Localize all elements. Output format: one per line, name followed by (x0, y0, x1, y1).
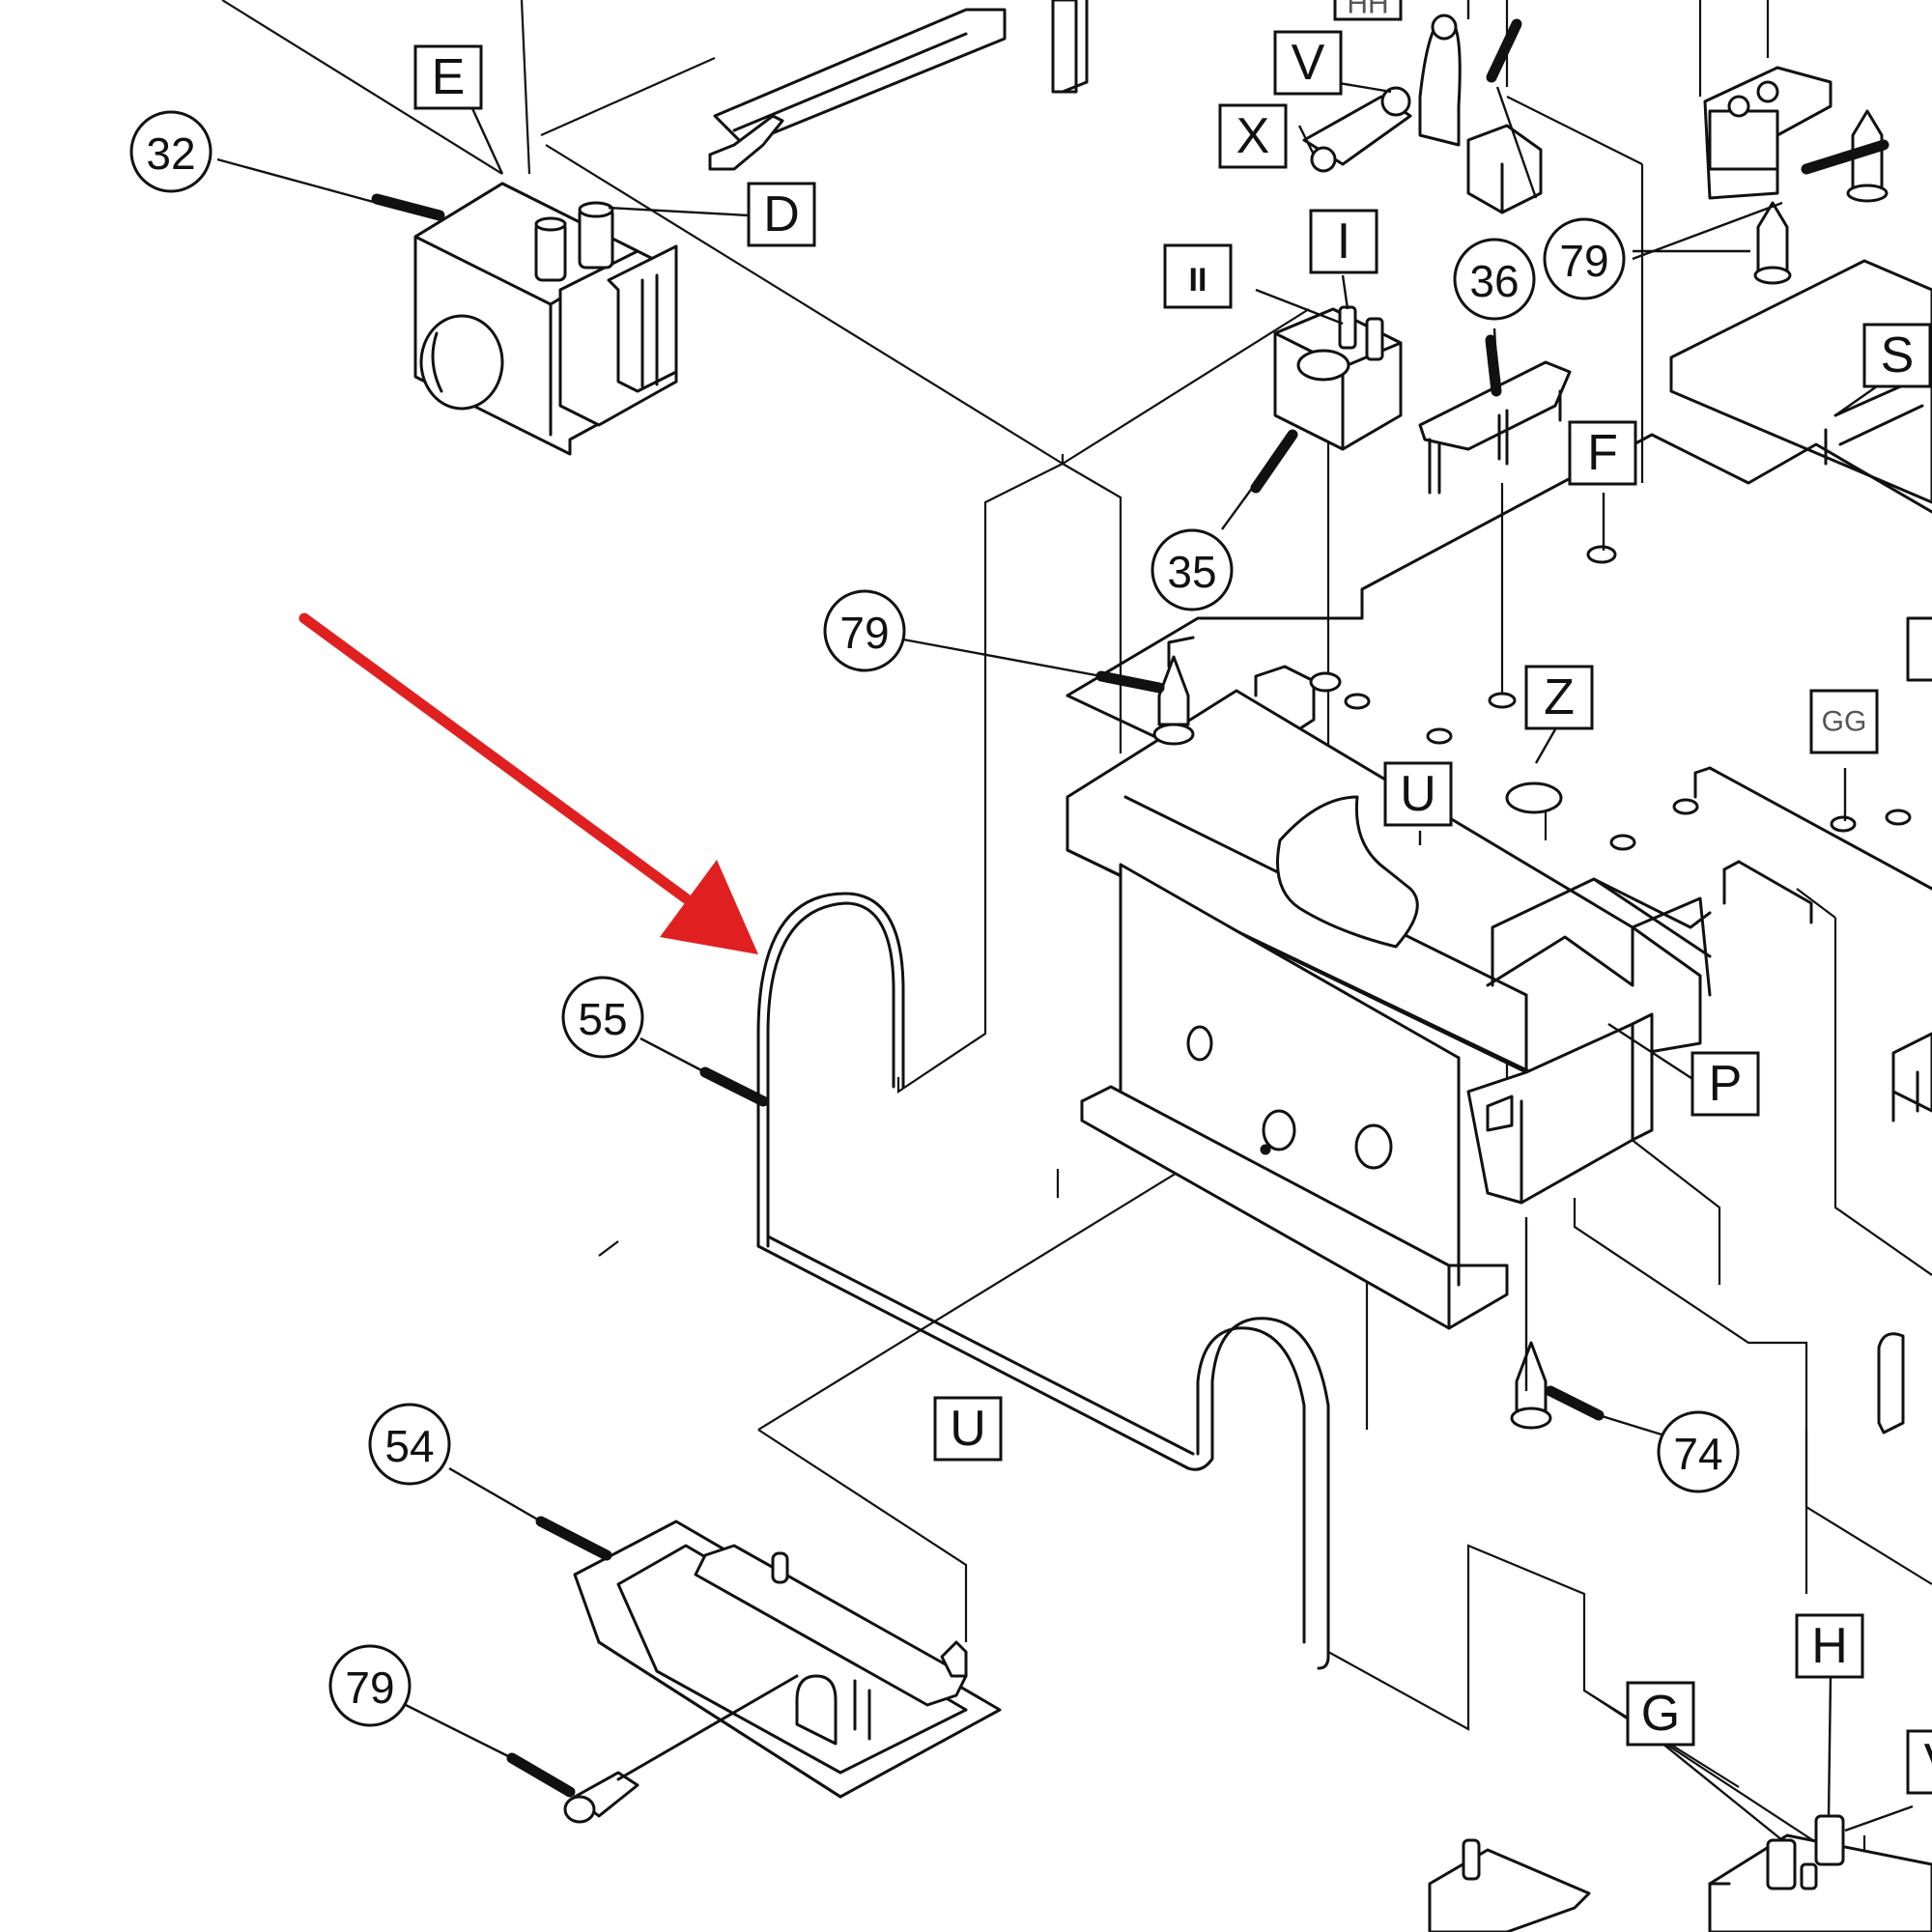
callout-79-top-right: 79 (1543, 217, 1626, 300)
letter-partial-right (1906, 616, 1932, 682)
letter-d-label: D (763, 186, 800, 242)
letter-h: H (1795, 1613, 1864, 1679)
letter-u-lower: U (933, 1396, 1003, 1462)
letter-u-upper-label: U (1400, 766, 1436, 822)
letter-f: F (1568, 420, 1637, 486)
letter-g-label: G (1641, 1686, 1680, 1742)
letter-u-lower-label: U (950, 1401, 986, 1457)
letter-d: D (747, 182, 816, 247)
callout-79-middle: 79 (823, 589, 906, 672)
callout-74: 74 (1657, 1410, 1740, 1493)
letter-x: X (1218, 103, 1288, 169)
letter-f-label: F (1587, 425, 1618, 481)
callout-74-label: 74 (1673, 1429, 1722, 1479)
letter-gg: GG (1809, 689, 1879, 754)
letter-v: V (1273, 30, 1343, 96)
part-54-bracket (573, 1520, 1002, 1799)
screw-79-middle (1152, 655, 1195, 746)
letter-v-label: V (1292, 35, 1325, 91)
callout-79-lower-label: 79 (345, 1662, 394, 1713)
letter-z-label: Z (1544, 669, 1575, 725)
callout-32-label: 32 (146, 128, 195, 179)
letter-p: P (1690, 1051, 1760, 1117)
chassis-frame (1065, 433, 1932, 1435)
callout-55: 55 (561, 976, 644, 1059)
highlight-arrow-shaft (298, 612, 692, 904)
part-32-block (413, 182, 678, 456)
letter-e-label: E (432, 49, 466, 105)
letter-ii: II (1163, 243, 1233, 309)
guide-lines (221, 0, 1932, 1877)
part-35-block (1273, 305, 1403, 451)
callout-79-middle-label: 79 (839, 608, 889, 658)
letter-i-label: I (1337, 213, 1350, 270)
letter-ii-label: II (1189, 262, 1208, 298)
screw-74 (1510, 1341, 1552, 1430)
leader-lines (216, 0, 1914, 1841)
bottom-right-components (1428, 1814, 1932, 1932)
callout-55-label: 55 (578, 994, 627, 1044)
callout-35: 35 (1151, 528, 1234, 611)
letter-h-label: H (1811, 1618, 1848, 1674)
callout-32: 32 (129, 110, 213, 193)
part-36-stand (1418, 360, 1572, 495)
letter-e: E (413, 44, 483, 110)
hinge-arm-x (1302, 14, 1543, 214)
letter-i: I (1309, 209, 1378, 274)
callout-54-label: 54 (384, 1421, 434, 1471)
letter-v-lower-label: V (1924, 1734, 1932, 1790)
callout-36-label: 36 (1469, 256, 1519, 306)
callout-35-label: 35 (1167, 547, 1216, 597)
callout-79-lower: 79 (328, 1644, 412, 1727)
letter-hh: HH (1333, 0, 1403, 21)
tool-assembly-top (708, 0, 1089, 171)
letter-s: S (1862, 323, 1932, 388)
letter-x-label: X (1236, 108, 1270, 164)
letter-z: Z (1524, 665, 1594, 730)
screw-79-lower (563, 1674, 799, 1824)
callout-54: 54 (368, 1403, 451, 1486)
letter-u-upper: U (1383, 761, 1453, 827)
letter-p-label: P (1709, 1056, 1743, 1112)
letter-hh-label: HH (1347, 0, 1388, 20)
callout-36: 36 (1453, 238, 1536, 321)
highlight-arrow-head (660, 860, 758, 954)
letter-s-label: S (1881, 327, 1915, 384)
callout-79-top-right-label: 79 (1559, 236, 1608, 286)
letter-v-lower: V (1906, 1729, 1932, 1795)
letter-gg-label: GG (1822, 706, 1867, 738)
highlight-arrow (298, 612, 758, 954)
letter-g: G (1626, 1681, 1695, 1747)
part-55-wire-bail (756, 892, 1330, 1670)
